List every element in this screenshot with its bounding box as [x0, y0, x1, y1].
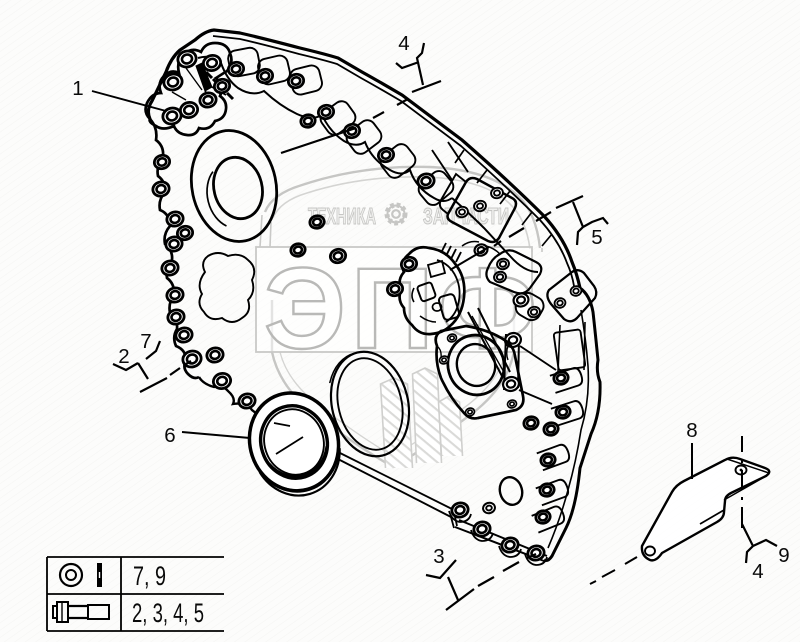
svg-text:8: 8	[686, 419, 697, 442]
svg-text:ЗАПЧАСТИ: ЗАПЧАСТИ	[423, 203, 509, 229]
svg-text:7, 9: 7, 9	[133, 561, 166, 591]
svg-text:4: 4	[752, 560, 763, 583]
svg-text:5: 5	[591, 226, 602, 249]
svg-text:4: 4	[398, 32, 409, 55]
svg-text:2: 2	[118, 345, 129, 368]
svg-text:6: 6	[164, 424, 175, 447]
svg-text:7: 7	[140, 330, 151, 353]
svg-text:3: 3	[433, 545, 444, 568]
svg-text:9: 9	[778, 544, 789, 567]
svg-text:1: 1	[72, 77, 83, 100]
svg-text:2, 3, 4, 5: 2, 3, 4, 5	[132, 598, 204, 628]
